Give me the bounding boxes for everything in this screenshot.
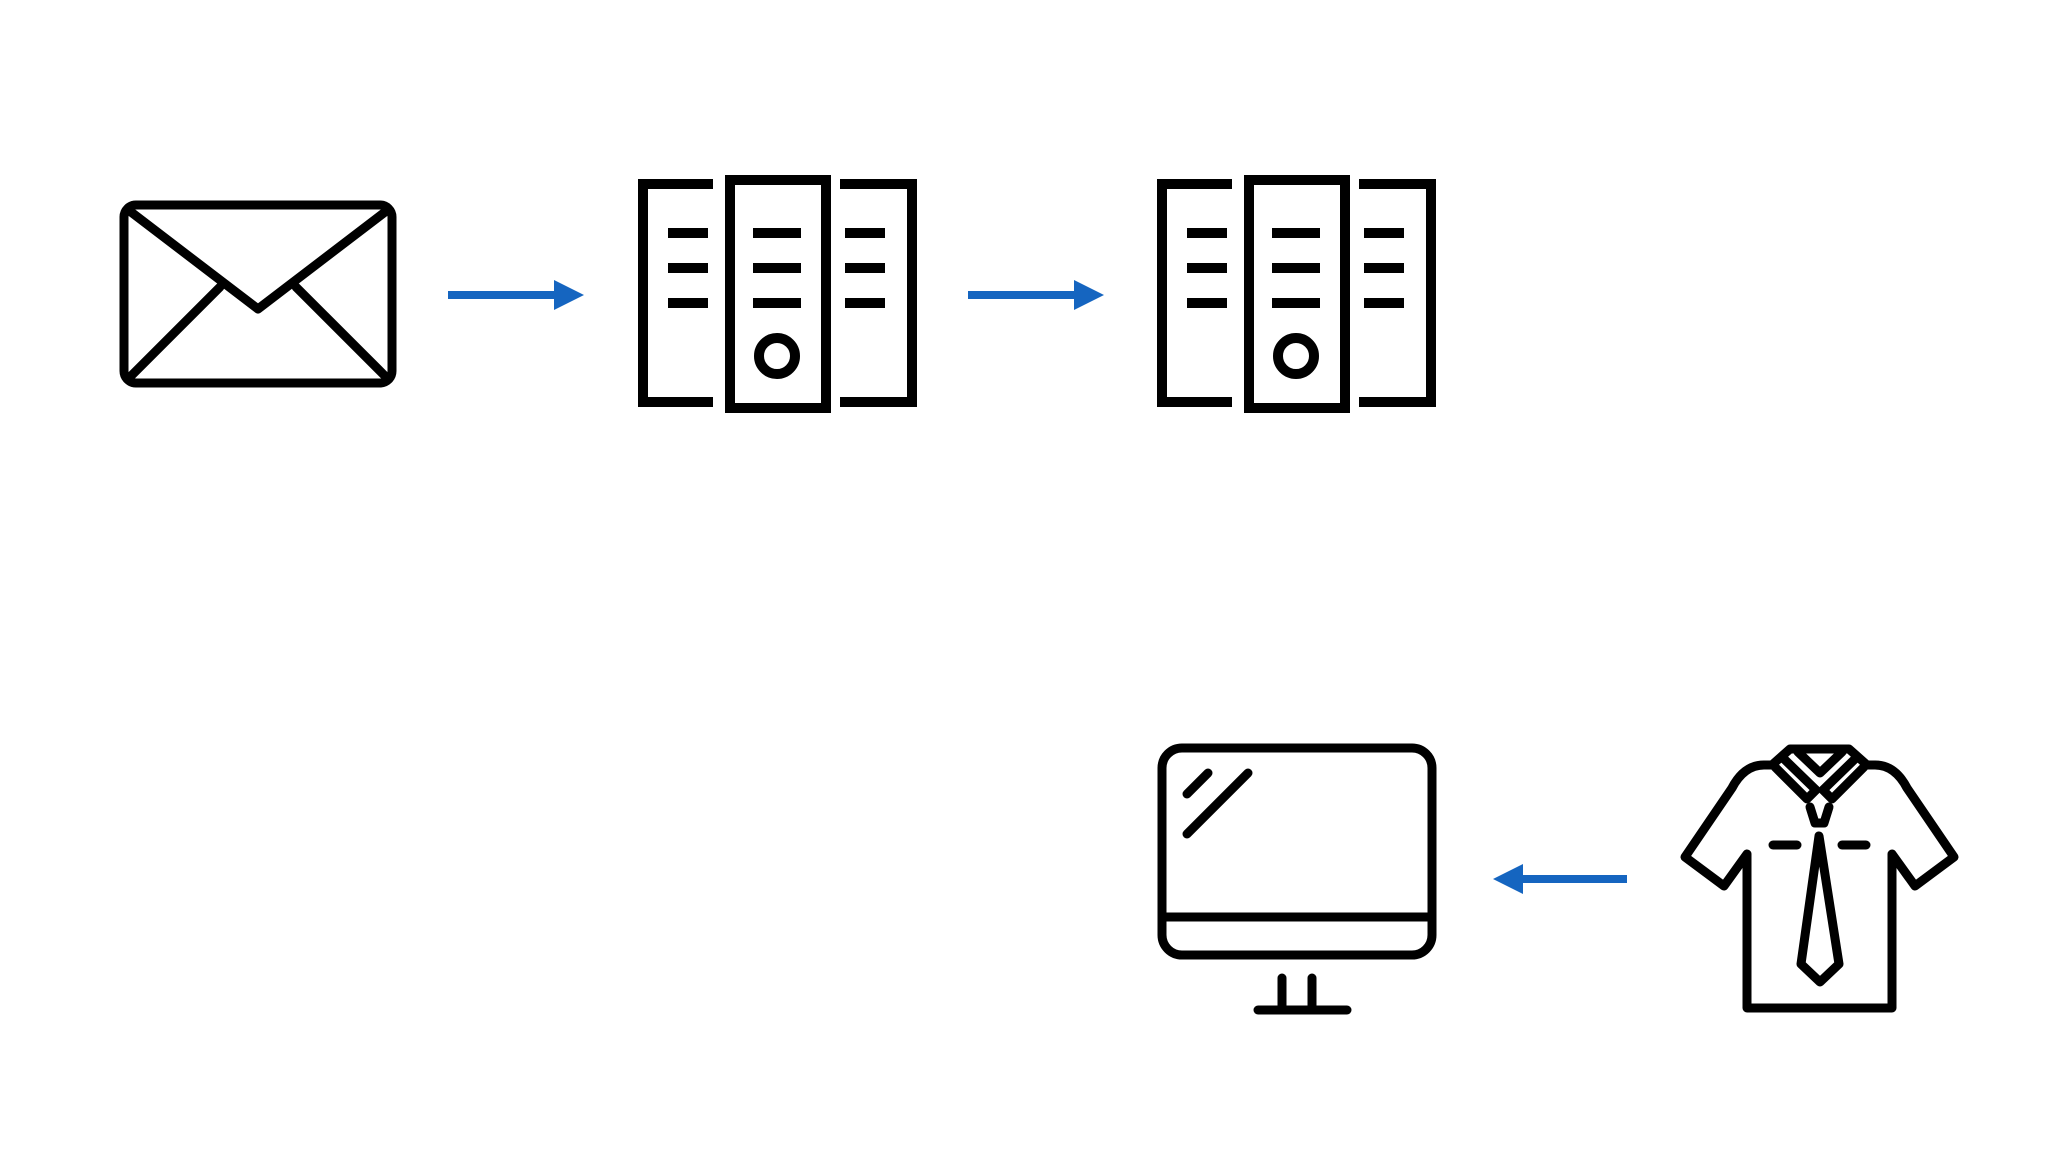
server-rack-icon (1157, 175, 1436, 413)
server-rack-icon (638, 175, 917, 413)
arrow-email-to-server-1 (448, 280, 584, 310)
desktop-monitor-icon (1157, 743, 1437, 1015)
envelope-icon (119, 200, 397, 388)
shirt-tie-icon (1680, 744, 1959, 1013)
arrow-user-to-monitor (1493, 864, 1627, 894)
arrow-server-1-to-server-2 (968, 280, 1104, 310)
